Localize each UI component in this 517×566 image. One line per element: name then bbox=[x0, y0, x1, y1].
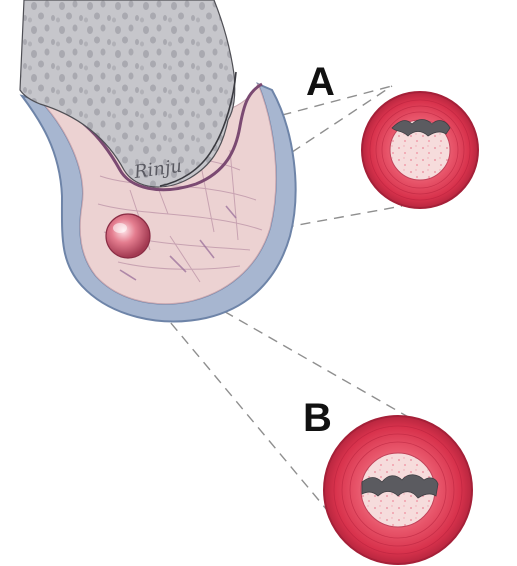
bone bbox=[20, 0, 235, 187]
vessel-section-b bbox=[324, 416, 472, 564]
vessel-section-a bbox=[362, 92, 478, 208]
nodule bbox=[106, 214, 150, 258]
panel-label-a: A bbox=[306, 62, 335, 102]
panel-label-b: B bbox=[303, 398, 332, 438]
